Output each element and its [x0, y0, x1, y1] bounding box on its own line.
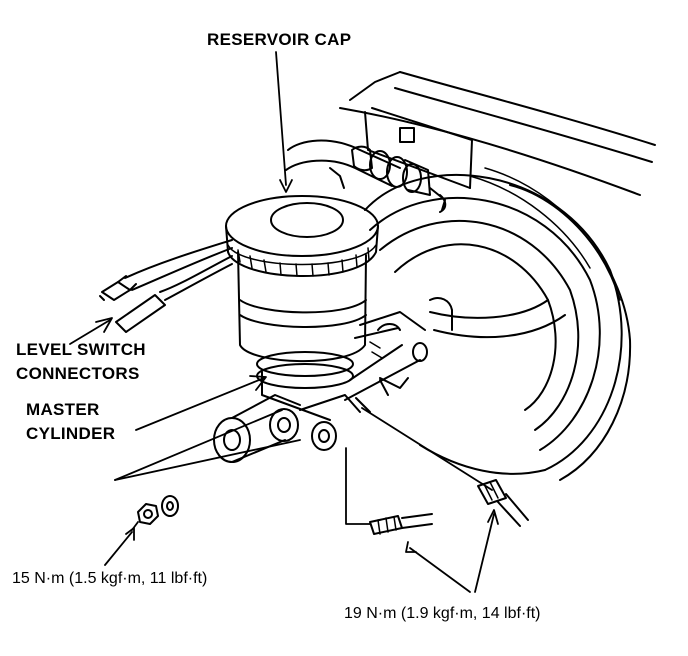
level-switch-wires [99, 239, 233, 333]
master-cylinder-label-line1: MASTER [26, 400, 100, 419]
vacuum-hose [285, 139, 447, 213]
firewall-panel [339, 71, 656, 196]
reservoir-cap [225, 195, 379, 277]
leader-lines [69, 51, 499, 593]
brake-line-torque-spec: 19 N·m (1.9 kgf·m, 14 lbf·ft) [344, 605, 541, 622]
master-cylinder-label-line2: CYLINDER [26, 424, 116, 443]
master-cylinder-body [213, 311, 428, 463]
reservoir-cap-label: RESERVOIR CAP [207, 30, 352, 49]
booster-hose [429, 297, 566, 339]
nut-and-washer [137, 495, 179, 525]
fluid-reservoir [237, 251, 367, 363]
level-switch-label-line1: LEVEL SWITCH [16, 340, 146, 359]
brake-line-left [369, 513, 433, 535]
nut-torque-spec: 15 N·m (1.5 kgf·m, 11 lbf·ft) [12, 570, 208, 587]
level-switch-label-line2: CONNECTORS [16, 364, 140, 383]
brake-booster [364, 167, 632, 481]
